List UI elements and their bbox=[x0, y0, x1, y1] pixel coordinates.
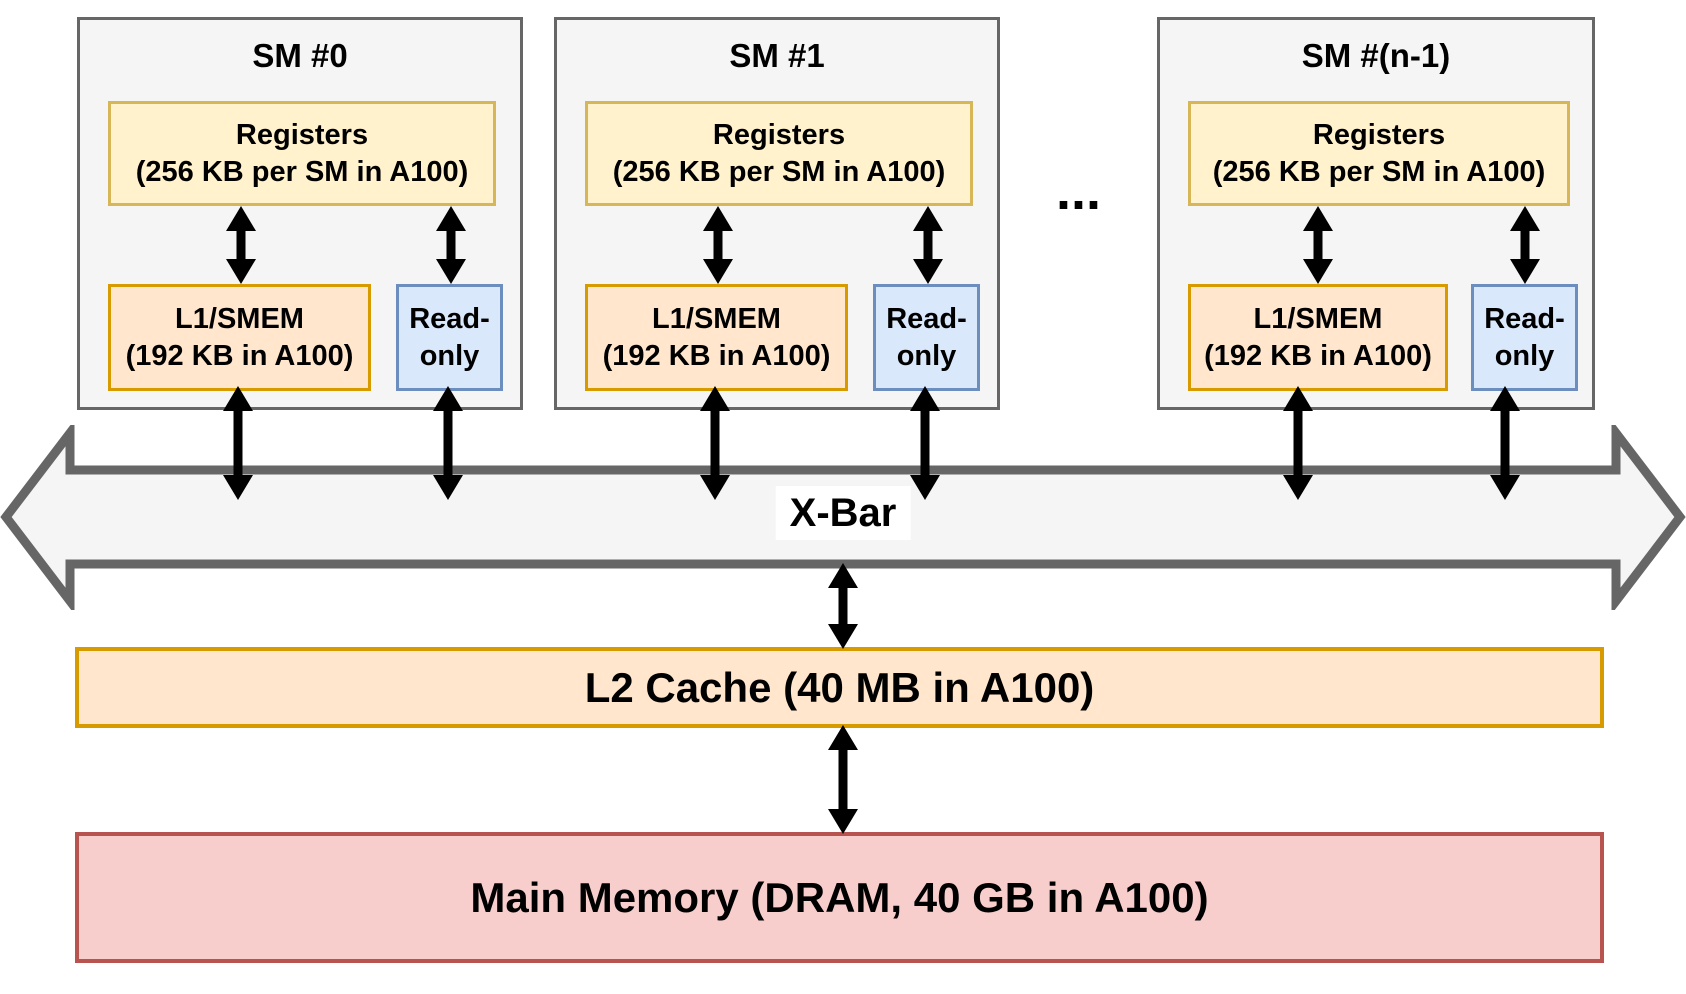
arrow-registers-readonly-icon bbox=[911, 206, 945, 284]
sm-box-1: SM #1 Registers (256 KB per SM in A100) … bbox=[554, 17, 1000, 410]
arrow-xbar-l2-icon bbox=[826, 563, 860, 649]
readonly-box: Read- only bbox=[873, 284, 980, 391]
l2-cache-label: L2 Cache (40 MB in A100) bbox=[584, 663, 1095, 711]
registers-box: Registers (256 KB per SM in A100) bbox=[108, 101, 496, 206]
arrow-registers-readonly-icon bbox=[1508, 206, 1542, 284]
main-memory-label: Main Memory (DRAM, 40 GB in A100) bbox=[470, 873, 1209, 921]
xbar-label: X-Bar bbox=[775, 486, 911, 540]
readonly-box: Read- only bbox=[396, 284, 503, 391]
registers-label-line1: Registers bbox=[712, 118, 846, 151]
arrow-smn-l1-xbar-icon bbox=[1281, 386, 1315, 500]
sm-box-0: SM #0 Registers (256 KB per SM in A100) … bbox=[77, 17, 523, 410]
l2-cache-box: L2 Cache (40 MB in A100) bbox=[75, 647, 1604, 728]
arrow-smn-readonly-xbar-icon bbox=[1488, 386, 1522, 500]
l1-label-line1: L1/SMEM bbox=[175, 302, 304, 335]
sm-box-n-1: SM #(n-1) Registers (256 KB per SM in A1… bbox=[1157, 17, 1595, 410]
l1-label-line2: (192 KB in A100) bbox=[1204, 339, 1432, 372]
arrow-sm0-l1-xbar-icon bbox=[221, 386, 255, 500]
l1-label-line1: L1/SMEM bbox=[652, 302, 781, 335]
arrow-registers-readonly-icon bbox=[434, 206, 468, 284]
registers-box: Registers (256 KB per SM in A100) bbox=[1188, 101, 1570, 206]
registers-box: Registers (256 KB per SM in A100) bbox=[585, 101, 973, 206]
l1-smem-box: L1/SMEM (192 KB in A100) bbox=[108, 284, 371, 391]
l1-label-line2: (192 KB in A100) bbox=[602, 339, 831, 372]
sm-title: SM #1 bbox=[729, 37, 825, 74]
registers-label-line1: Registers bbox=[1312, 118, 1446, 151]
l1-smem-box: L1/SMEM (192 KB in A100) bbox=[1188, 284, 1448, 391]
sm-title: SM #(n-1) bbox=[1301, 37, 1451, 74]
main-memory-box: Main Memory (DRAM, 40 GB in A100) bbox=[75, 832, 1604, 963]
more-sms-ellipsis: ... bbox=[1055, 161, 1101, 221]
readonly-label-line2: only bbox=[896, 339, 957, 372]
readonly-label-line1: Read- bbox=[409, 302, 490, 335]
arrow-registers-l1-icon bbox=[1301, 206, 1335, 284]
l1-smem-box: L1/SMEM (192 KB in A100) bbox=[585, 284, 848, 391]
arrow-registers-l1-icon bbox=[224, 206, 258, 284]
arrow-sm0-readonly-xbar-icon bbox=[431, 386, 465, 500]
registers-label-line2: (256 KB per SM in A100) bbox=[1212, 155, 1546, 188]
readonly-box: Read- only bbox=[1471, 284, 1578, 391]
arrow-registers-l1-icon bbox=[701, 206, 735, 284]
readonly-label-line1: Read- bbox=[886, 302, 967, 335]
registers-label-line2: (256 KB per SM in A100) bbox=[135, 155, 469, 188]
registers-label-line1: Registers bbox=[235, 118, 369, 151]
l1-label-line2: (192 KB in A100) bbox=[125, 339, 354, 372]
readonly-label-line1: Read- bbox=[1484, 302, 1565, 335]
arrow-l2-mainmemory-icon bbox=[826, 725, 860, 834]
sm-title: SM #0 bbox=[252, 37, 348, 74]
l1-label-line1: L1/SMEM bbox=[1253, 302, 1383, 335]
readonly-label-line2: only bbox=[1494, 339, 1555, 372]
arrow-sm1-readonly-xbar-icon bbox=[908, 386, 942, 500]
arrow-sm1-l1-xbar-icon bbox=[698, 386, 732, 500]
readonly-label-line2: only bbox=[419, 339, 480, 372]
registers-label-line2: (256 KB per SM in A100) bbox=[612, 155, 946, 188]
